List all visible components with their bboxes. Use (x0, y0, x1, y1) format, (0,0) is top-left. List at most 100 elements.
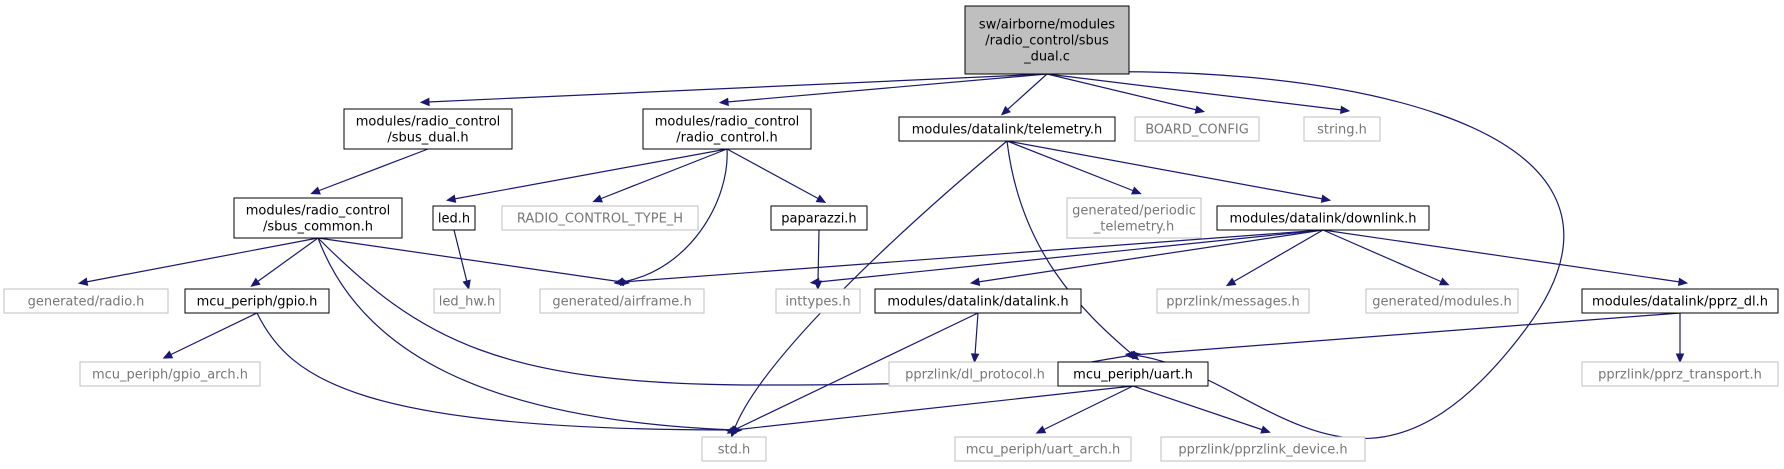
node-led-hw-h: led_hw.h (433, 288, 501, 314)
node-label: pprzlink/pprz_transport.h (1598, 368, 1762, 383)
node-box (954, 436, 1132, 462)
edge-sbus_common_h-to-gpio_h (256, 237, 319, 283)
edge-root-to-string_h (1046, 73, 1343, 111)
node-box (1216, 205, 1430, 231)
arrowhead-telemetry_h (1000, 105, 1011, 116)
arrowhead-pprz_dl_h (1677, 277, 1689, 287)
arrowhead-radio_control_type_h (592, 194, 603, 203)
node-sbus-common-h[interactable]: modules/radio_control/sbus_common.h (233, 197, 403, 239)
node-pprz-dl-h[interactable]: modules/datalink/pprz_dl.h (1581, 288, 1779, 314)
arrowhead-board_config (1194, 105, 1206, 114)
arrowhead-airframe_h (613, 277, 624, 287)
edge-downlink_h-to-messages_h (1232, 229, 1324, 283)
edge-root-to-uart_h (1046, 71, 1565, 440)
arrowhead-pprzlink_device_h (1260, 425, 1271, 434)
node-label: std.h (718, 443, 751, 458)
node-label: inttypes.h (785, 295, 850, 310)
node-paparazzi-h[interactable]: paparazzi.h (770, 205, 868, 231)
node-box (233, 197, 403, 239)
node-radio-control-type-h: RADIO_CONTROL_TYPE_H (501, 205, 699, 231)
edge-downlink_h-to-pprz_dl_h (1322, 229, 1681, 283)
edge-telemetry_h-to-std_h (733, 140, 1008, 431)
node-label: led.h (438, 212, 470, 227)
arrowhead-std_h (725, 425, 736, 435)
node-label: pprzlink/dl_protocol.h (905, 368, 1045, 383)
arrowhead-modules_h (1438, 277, 1450, 286)
node-label: led_hw.h (439, 295, 495, 310)
node-label: modules/datalink/telemetry.h (912, 123, 1103, 138)
node-radio-h: generated/radio.h (3, 288, 169, 314)
arrowhead-radio_control_h (718, 97, 729, 107)
edge-radio_control_h-to-radio_control_type_h (599, 148, 728, 200)
node-box (79, 361, 261, 387)
arrowhead-dl_protocol_h (970, 353, 980, 364)
node-label: RADIO_CONTROL_TYPE_H (517, 212, 683, 227)
arrowhead-datalink_h (969, 277, 981, 286)
node-label: pprzlink/pprzlink_device.h (1178, 443, 1347, 458)
node-inttypes-h: inttypes.h (775, 288, 861, 314)
node-label: generated/periodic (1072, 204, 1196, 219)
edge-gpio_h-to-std_h (256, 312, 735, 431)
node-downlink-h[interactable]: modules/datalink/downlink.h (1216, 205, 1430, 231)
edge-uart_h-to-std_h (733, 385, 1134, 431)
node-board-config: BOARD_CONFIG (1134, 116, 1260, 142)
node-datalink-h[interactable]: modules/datalink/datalink.h (874, 288, 1082, 314)
node-box (432, 205, 476, 231)
node-label: modules/datalink/datalink.h (887, 295, 1068, 310)
node-label: paparazzi.h (781, 212, 856, 227)
node-periodic-telemetry-h: generated/periodic_telemetry.h (1066, 197, 1202, 239)
node-label: generated/radio.h (28, 295, 145, 310)
edge-downlink_h-to-datalink_h (977, 229, 1324, 283)
edge-sbus_common_h-to-radio_h (85, 237, 319, 283)
node-label: /radio_control.h (676, 131, 777, 146)
node-label: string.h (1317, 123, 1367, 138)
arrowhead-radio_h (77, 277, 89, 286)
node-uart-h[interactable]: mcu_periph/uart.h (1057, 361, 1209, 387)
edge-datalink_h-to-std_h (733, 312, 979, 431)
edge-paparazzi_h-to-inttypes_h (817, 229, 820, 283)
node-gpio-h[interactable]: mcu_periph/gpio.h (184, 288, 330, 314)
edge-downlink_h-to-airframe_h (621, 229, 1324, 283)
node-label: modules/datalink/downlink.h (1230, 212, 1417, 227)
node-led-h[interactable]: led.h (432, 205, 476, 231)
node-box (1365, 288, 1519, 314)
edge-root-to-board_config (1046, 73, 1198, 111)
edge-radio_control_h-to-airframe_h (621, 148, 728, 283)
node-sbus-dual-h[interactable]: modules/radio_control/sbus_dual.h (343, 108, 513, 150)
node-radio-control-h[interactable]: modules/radio_control/radio_control.h (642, 108, 812, 150)
node-label: mcu_periph/gpio.h (197, 295, 318, 310)
edge-led_h-to-led_hw_h (453, 229, 468, 283)
node-box (770, 205, 868, 231)
node-label: modules/radio_control (356, 115, 501, 130)
edge-uart_h-to-pprzlink_device_h (1132, 385, 1264, 431)
node-label: _dual.c (1023, 50, 1070, 65)
node-label: /sbus_dual.h (387, 131, 468, 146)
arrowhead-messages_h (1225, 277, 1237, 287)
node-telemetry-h[interactable]: modules/datalink/telemetry.h (898, 116, 1116, 142)
node-label: mcu_periph/uart.h (1073, 368, 1193, 383)
graph-edges (77, 71, 1689, 440)
node-label: sw/airborne/modules (979, 18, 1115, 33)
node-modules-h: generated/modules.h (1365, 288, 1519, 314)
node-box (1156, 288, 1310, 314)
arrowhead-inttypes_h (809, 277, 820, 287)
node-label: mcu_periph/uart_arch.h (966, 443, 1121, 458)
arrowhead-sbus_dual_h (419, 97, 430, 107)
arrowhead-paparazzi_h (815, 194, 827, 203)
node-box (888, 361, 1062, 387)
node-box (184, 288, 330, 314)
edge-sbus_common_h-to-airframe_h (317, 237, 623, 283)
node-root[interactable]: sw/airborne/modules/radio_control/sbus_d… (964, 5, 1130, 75)
edge-uart_h-to-uart_arch_h (1042, 385, 1134, 431)
arrowhead-downlink_h (1320, 194, 1332, 203)
node-label: modules/radio_control (655, 115, 800, 130)
node-label: mcu_periph/gpio_arch.h (92, 368, 248, 383)
node-box (501, 205, 699, 231)
edge-root-to-sbus_dual_h (427, 73, 1048, 103)
node-box (701, 436, 767, 462)
node-label: generated/modules.h (1372, 295, 1511, 310)
edge-gpio_h-to-gpio_arch_h (169, 312, 258, 356)
node-label: /sbus_common.h (263, 220, 373, 235)
node-label: /radio_control/sbus (985, 34, 1109, 49)
node-label: _telemetry.h (1093, 220, 1175, 235)
